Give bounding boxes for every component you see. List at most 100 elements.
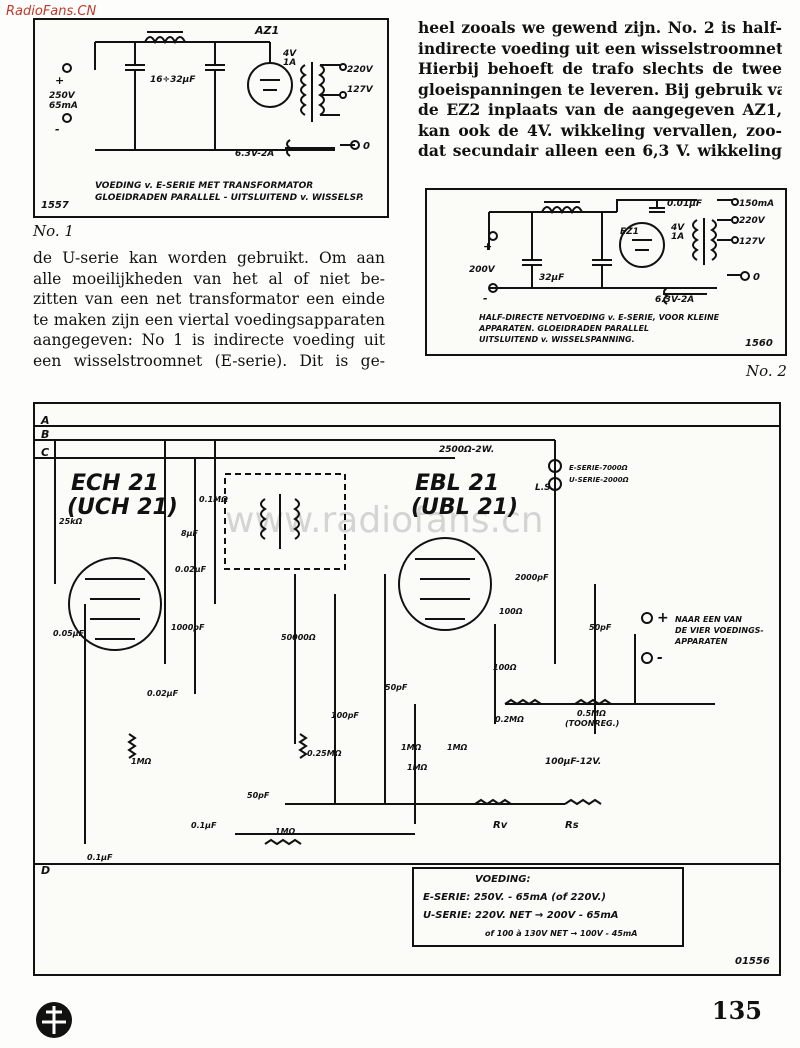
component-label: 0.1MΩ	[199, 495, 228, 504]
tube2-label: EBL 21	[415, 471, 499, 496]
component-label: 0.5MΩ	[577, 709, 606, 718]
supply-note: NAAR EEN VAN	[675, 615, 742, 624]
fig1-number: 1557	[41, 200, 69, 211]
text-line: kan ook de 4V. wikkeling vervallen, zoo-	[418, 120, 782, 140]
main-schematic-drawing: www.radiofans.cn A B C D ECH 21 (UCH 21)…	[35, 414, 779, 967]
rail-label: B	[41, 428, 49, 441]
fig2-label: 150mA	[739, 199, 774, 209]
text-line: Hierbij behoeft de trafo slechts de twee	[418, 59, 782, 78]
component-label: 50pF	[589, 623, 612, 632]
text-line: indirecte voeding uit een wisselstroomne…	[418, 38, 782, 58]
fig1-label: 4V	[282, 49, 297, 59]
component-label: L.S.	[535, 483, 554, 493]
main-schematic: www.radiofans.cn A B C D ECH 21 (UCH 21)…	[33, 402, 781, 976]
component-label: 0.1μF	[191, 821, 217, 830]
component-label: 0.02μF	[147, 689, 179, 698]
fig2-label: 6.3V-2A	[655, 295, 694, 305]
page-number: 135	[711, 996, 762, 1025]
fig1-label: 6.3V-2A	[235, 149, 274, 159]
publisher-logo	[34, 998, 74, 1046]
component-label: 8μF	[181, 529, 198, 538]
component-label: 2500Ω-2W.	[439, 445, 494, 455]
fig2-label: +	[483, 240, 492, 253]
component-label: (TOONREG.)	[565, 719, 619, 728]
component-label: 0.02μF	[175, 565, 207, 574]
fig1-label: 250V	[49, 91, 76, 101]
fig2-label: -	[483, 292, 488, 305]
text-line: dat secundair alleen een 6,3 V. wikkelin…	[418, 141, 782, 160]
component-label: 100μF-12V.	[545, 757, 601, 767]
tube1-label: (UCH 21)	[67, 495, 178, 520]
figure-1-caption: No. 1	[33, 222, 74, 240]
fig2-label: 127V	[739, 237, 766, 247]
component-label: 0.25MΩ	[307, 749, 342, 758]
voeding-line: of 100 à 130V NET → 100V - 45mA	[485, 929, 637, 938]
text-line: de U-serie kan worden gebruikt. Om aan	[33, 249, 385, 267]
fig2-note: HALF-DIRECTE NETVOEDING v. E-SERIE, VOOR…	[479, 313, 720, 322]
figure-2-drawing: 0.01μF 150mA 220V 127V 0 + 200V - 32μF 6…	[469, 198, 774, 349]
component-label: Rs	[565, 820, 579, 831]
supply-plus: +	[657, 610, 669, 626]
fig1-label: 65mA	[49, 101, 78, 111]
fig1-label: 1A	[283, 58, 296, 68]
text-column-right: heel zooals we gewend zijn. No. 2 is hal…	[418, 18, 782, 162]
fig2-label: 220V	[739, 216, 766, 226]
rail-label: D	[41, 864, 50, 877]
fig1-label: +	[55, 74, 64, 87]
supply-note: APPARATEN	[674, 637, 728, 646]
fig2-label: 0.01μF	[667, 199, 703, 209]
component-label: U-SERIE-2000Ω	[569, 476, 629, 484]
voeding-line: E-SERIE: 250V. - 65mA (of 220V.)	[423, 892, 606, 903]
figure-2-caption: No. 2	[746, 362, 787, 380]
component-label: 50pF	[385, 683, 408, 692]
component-label: 0.05μF	[53, 629, 85, 638]
fig2-note: APPARATEN. GLOEIDRADEN PARALLEL	[478, 324, 649, 333]
tube2-label: (UBL 21)	[411, 495, 518, 520]
fig2-tube-label: EZ1	[620, 227, 639, 237]
fig2-label: 200V	[469, 265, 496, 275]
component-label: 1MΩ	[447, 743, 468, 752]
fig1-note: VOEDING v. E-SERIE MET TRANSFORMATOR	[95, 181, 313, 191]
main-watermark: www.radiofans.cn	[225, 500, 544, 541]
fig1-label: 220V	[347, 65, 374, 75]
component-label: 2000pF	[515, 573, 549, 582]
component-label: 50pF	[247, 791, 270, 800]
component-label: 0.1μF	[87, 853, 113, 862]
text-line: alle moeilijkheden van het al of niet be…	[33, 269, 385, 288]
site-watermark: RadioFans.CN	[6, 4, 97, 19]
rail-label: A	[40, 414, 50, 427]
component-label: E-SERIE-7000Ω	[569, 464, 628, 472]
text-line: aangegeven: No 1 is indirecte voeding ui…	[33, 331, 385, 349]
fig1-label: 16÷32μF	[150, 75, 196, 85]
component-label: 1MΩ	[131, 757, 152, 766]
voeding-line: U-SERIE: 220V. NET → 200V - 65mA	[423, 910, 619, 921]
fig1-label: 127V	[347, 85, 374, 95]
fig2-label: 0	[753, 272, 760, 283]
component-label: 1MΩ	[275, 827, 296, 836]
component-label: 100Ω	[493, 663, 517, 672]
fig2-label: 4V	[670, 223, 685, 233]
component-label: Rv	[493, 820, 508, 831]
component-label: 0.2MΩ	[495, 715, 524, 724]
text-line: zitten van een net transformator een ein…	[33, 290, 385, 308]
text-line: gloeispanningen te leveren. Bij gebruik …	[418, 79, 782, 99]
fig1-tube-label: AZ1	[254, 24, 279, 37]
fig2-label: 1A	[671, 232, 684, 242]
component-label: 1MΩ	[401, 743, 422, 752]
rail-label: C	[41, 446, 49, 459]
text-line: de EZ2 inplaats van de aangegeven AZ1,	[418, 100, 782, 119]
fig1-label: -	[55, 123, 60, 136]
text-line: een wisselstroomnet (E-serie). Dit is ge…	[33, 351, 385, 370]
figure-1-drawing: AZ1 4V 1A 220V 127V 0 250V 65mA + - 16÷3…	[41, 24, 374, 211]
text-line: te maken zijn een viertal voedingsappara…	[33, 310, 385, 329]
text-column-left: de U-serie kan worden gebruikt. Om aan a…	[33, 248, 385, 371]
component-label: 25kΩ	[59, 517, 82, 526]
main-number: 01556	[735, 956, 770, 967]
component-label: 1MΩ	[407, 763, 428, 772]
component-label: 100pF	[331, 711, 359, 720]
supply-note: DE VIER VOEDINGS-	[675, 626, 764, 635]
fig1-label: 0	[363, 141, 370, 152]
supply-minus: -	[657, 650, 663, 666]
tube1-label: ECH 21	[71, 471, 159, 496]
fig1-note: GLOEIDRADEN PARALLEL - UITSLUITEND v. WI…	[95, 193, 364, 203]
